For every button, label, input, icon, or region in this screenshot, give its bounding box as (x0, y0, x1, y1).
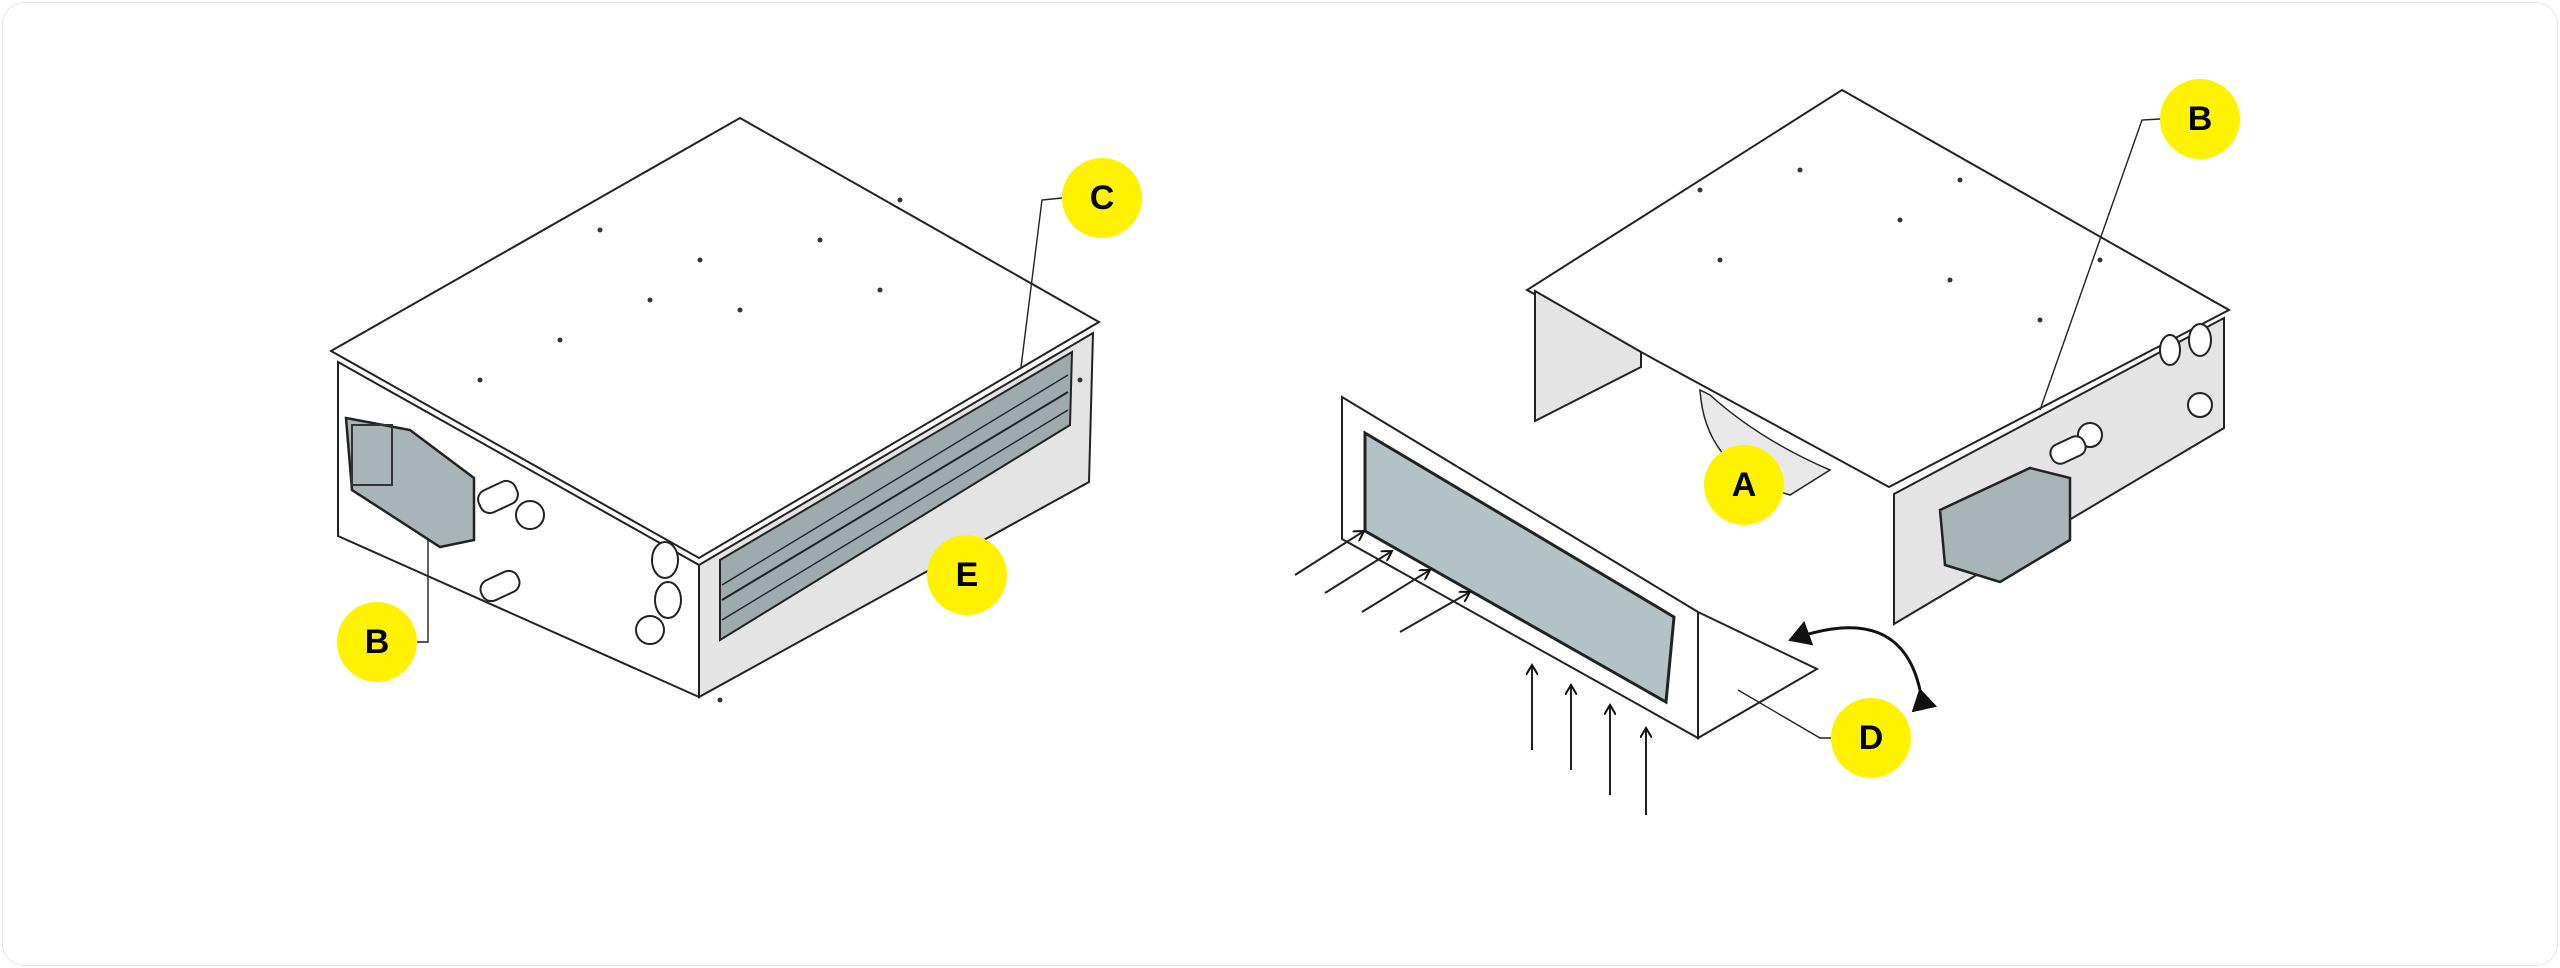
filter-mesh (1363, 430, 1676, 705)
callout-b-left-label: B (365, 623, 390, 661)
callout-a: A (1704, 445, 1784, 525)
callout-a-label: A (1732, 466, 1757, 504)
filter-panel (1341, 395, 1820, 740)
screw-holes (1697, 167, 2103, 323)
callout-e-label: E (956, 556, 979, 594)
drain-pan-box-right (1938, 466, 2072, 584)
right-unit-left-side-panel (1534, 289, 1642, 423)
callout-d-label: D (1859, 719, 1884, 757)
right-unit (1525, 88, 2232, 626)
filter-flap (1697, 610, 1820, 740)
knockout-hole (2188, 323, 2212, 357)
drain-pan-box (344, 416, 476, 549)
pipe-connector (477, 479, 682, 645)
callout-e: E (927, 535, 1007, 615)
callout-c: C (1020, 158, 1142, 368)
callout-b-left: B (337, 539, 429, 682)
pipe-connector (2049, 435, 2087, 465)
rotate-arrow (1788, 620, 1938, 713)
left-unit-top-panel (328, 116, 1101, 560)
airflow-arrows (1294, 531, 1646, 815)
callout-c-label: C (1090, 179, 1115, 217)
right-unit-top-panel (1525, 88, 2232, 489)
fan-blower (1699, 388, 1832, 496)
drain-pan-detail (351, 424, 393, 486)
coil-rail (721, 374, 1069, 586)
coil-rail (721, 391, 1069, 601)
airflow-arrow (1324, 551, 1392, 594)
valve-connector (2187, 392, 2213, 418)
callout-d: D (1737, 689, 1911, 778)
callout-b-right-label: B (2188, 100, 2213, 138)
airflow-arrow (1294, 531, 1364, 576)
airflow-arrow (1399, 592, 1470, 633)
coil-rail (721, 409, 1069, 621)
left-unit (328, 116, 1101, 703)
callout-b-right: B (2039, 79, 2240, 411)
airflow-arrow (1361, 570, 1430, 613)
knockout-hole (2159, 334, 2181, 366)
